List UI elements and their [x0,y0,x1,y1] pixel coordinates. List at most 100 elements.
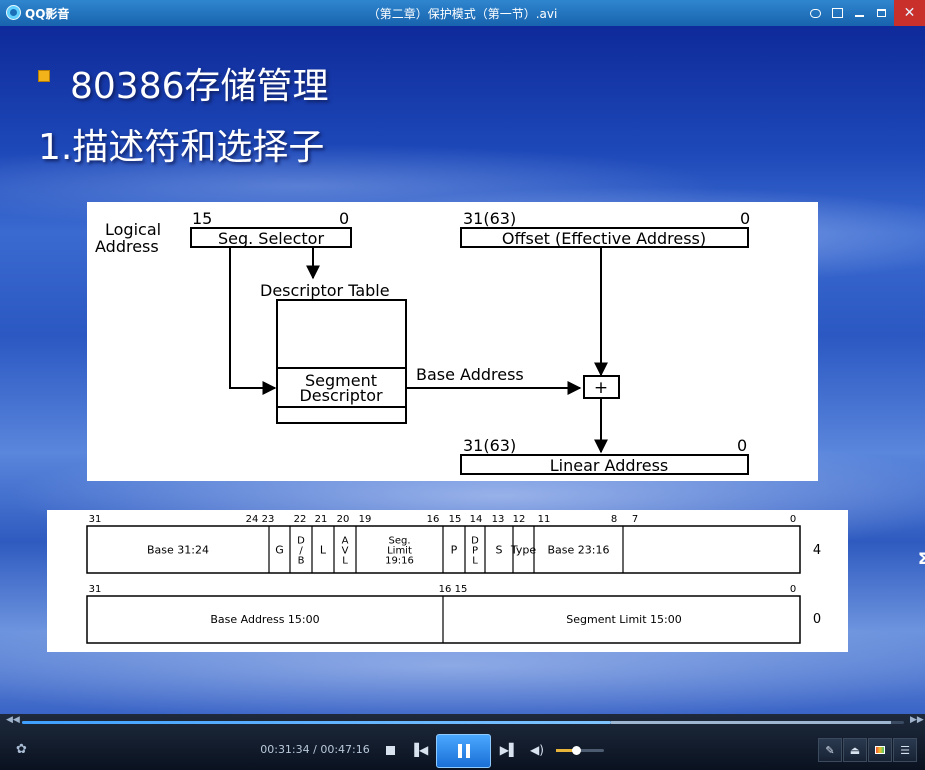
edge-glyph: Σ [918,549,925,568]
pause-button[interactable] [436,734,491,768]
bit-number: 21 [315,514,328,525]
base-address-label: Base Address [416,365,524,384]
seek-row: ◀◀ ▶▶ [0,715,925,728]
next-icon: ▶▌ [499,743,519,757]
descriptor-field-label: Seg. [388,536,410,547]
seek-bar[interactable] [22,721,904,724]
bit-number: 8 [611,514,617,525]
stop-icon [385,745,395,755]
offset-bit-low: 0 [740,209,750,228]
linear-bit-low: 0 [737,436,747,455]
descriptor-field-label: V [342,546,349,557]
descriptor-field-label: L [320,544,327,557]
linear-address-label: Linear Address [550,456,669,475]
selector-label: Seg. Selector [218,229,324,248]
bit-number: 16 15 [439,584,468,595]
qq-player-logo-icon[interactable] [6,5,21,20]
footprint-icon[interactable]: ✿ [16,742,27,757]
app-name: QQ影音 [25,7,70,21]
title-bar[interactable]: QQ影音 （第二章）保护模式（第一节）.avi ✕ [0,0,925,26]
volume-level [556,749,577,752]
descriptor-field-label: P [472,546,478,557]
logical-address-label: Address [95,237,159,256]
address-translation-diagram: Logical Address 15 0 Seg. Selector 31(63… [87,202,818,481]
descriptor-field-label: / [299,546,303,557]
descriptor-table-box [276,299,407,424]
playlist-button[interactable]: ☰ [893,738,917,762]
video-frame[interactable]: 80386存储管理 1.描述符和选择子 Logical Address 15 0… [0,26,925,714]
dword-offset-label: 0 [813,612,821,627]
descriptor-field-label: 19:16 [385,556,414,567]
volume-slider[interactable] [556,746,604,755]
descriptor-field-label: B [298,556,305,567]
volume-knob[interactable] [572,746,582,755]
bit-number: 15 [449,514,462,525]
slide-bullet-icon [38,70,50,82]
bit-number: 19 [359,514,372,525]
adder-symbol: + [594,378,608,398]
previous-button[interactable]: ▐◀ [408,738,430,762]
descriptor-field-label: D [297,536,305,547]
index-arrow [229,247,277,395]
linear-bit-high: 31(63) [463,436,516,455]
descriptor-field-label: D [471,536,479,547]
wrench-icon: ✎ [825,743,835,757]
descriptor-field-label: Limit [387,546,412,557]
descriptor-field-label: G [275,544,284,557]
skin-icon [831,8,843,18]
close-button[interactable]: ✕ [894,0,925,26]
screenshot-button[interactable] [868,738,892,762]
next-button[interactable]: ▶▌ [498,738,520,762]
tools-button[interactable]: ✎ [818,738,842,762]
chat-button[interactable] [804,0,826,26]
stop-button[interactable] [380,738,400,762]
seek-buffer [611,721,891,724]
descriptor-field-label: Base 23:16 [548,544,610,557]
segment-descriptor-label: Segment [305,371,377,390]
bit-number: 20 [337,514,350,525]
descriptor-field-label: Base 31:24 [147,544,209,557]
playlist-icon: ☰ [900,743,910,757]
minimize-icon [854,15,864,17]
descriptor-field-label: Segment Limit 15:00 [566,613,681,626]
bit-number: 31 [89,584,102,595]
descriptor-field-label: Base Address 15:00 [210,613,319,626]
descriptor-field-label: Type [510,544,536,557]
open-file-button[interactable]: ⏏ [843,738,867,762]
speaker-icon: ◀) [530,743,544,757]
descriptor-field-label: A [342,536,349,547]
volume-button[interactable]: ◀) [528,738,546,762]
bit-number: 31 [89,514,102,525]
bit-number: 14 [470,514,483,525]
selector-bit-high: 15 [192,209,212,228]
time-display: 00:31:34 / 00:47:16 [260,743,370,756]
minimize-button[interactable] [848,0,870,26]
segment-descriptor-label: Descriptor [299,386,383,405]
dword-offset-label: 4 [813,543,821,558]
offset-bit-high: 31(63) [463,209,516,228]
video-title: （第二章）保护模式（第一节）.avi [367,7,558,21]
seek-back-icon[interactable]: ◀◀ [6,715,20,725]
bit-number: 22 [294,514,307,525]
bit-number: 16 [427,514,440,525]
bit-number: 13 [492,514,505,525]
descriptor-field-label: P [451,544,458,557]
screen-icon [875,746,885,754]
selector-bit-low: 0 [339,209,349,228]
seek-forward-icon[interactable]: ▶▶ [910,715,924,725]
selector-box [190,227,352,248]
bit-number: 12 [513,514,526,525]
maximize-button[interactable] [870,0,892,26]
previous-icon: ▐◀ [409,743,429,757]
skin-button[interactable] [826,0,848,26]
pause-icon [457,744,462,758]
descriptor-table-label: Descriptor Table [260,281,390,300]
descriptor-field-label: S [496,544,503,557]
logical-address-label: Logical [105,220,161,239]
bit-number: 0 [790,514,796,525]
player-control-bar: ◀◀ ▶▶ ✿ 00:31:34 / 00:47:16 ▐◀ ▶▌ ◀) ✎ ⏏… [0,714,925,770]
maximize-icon [876,9,886,17]
slide-title: 80386存储管理 [70,66,329,107]
